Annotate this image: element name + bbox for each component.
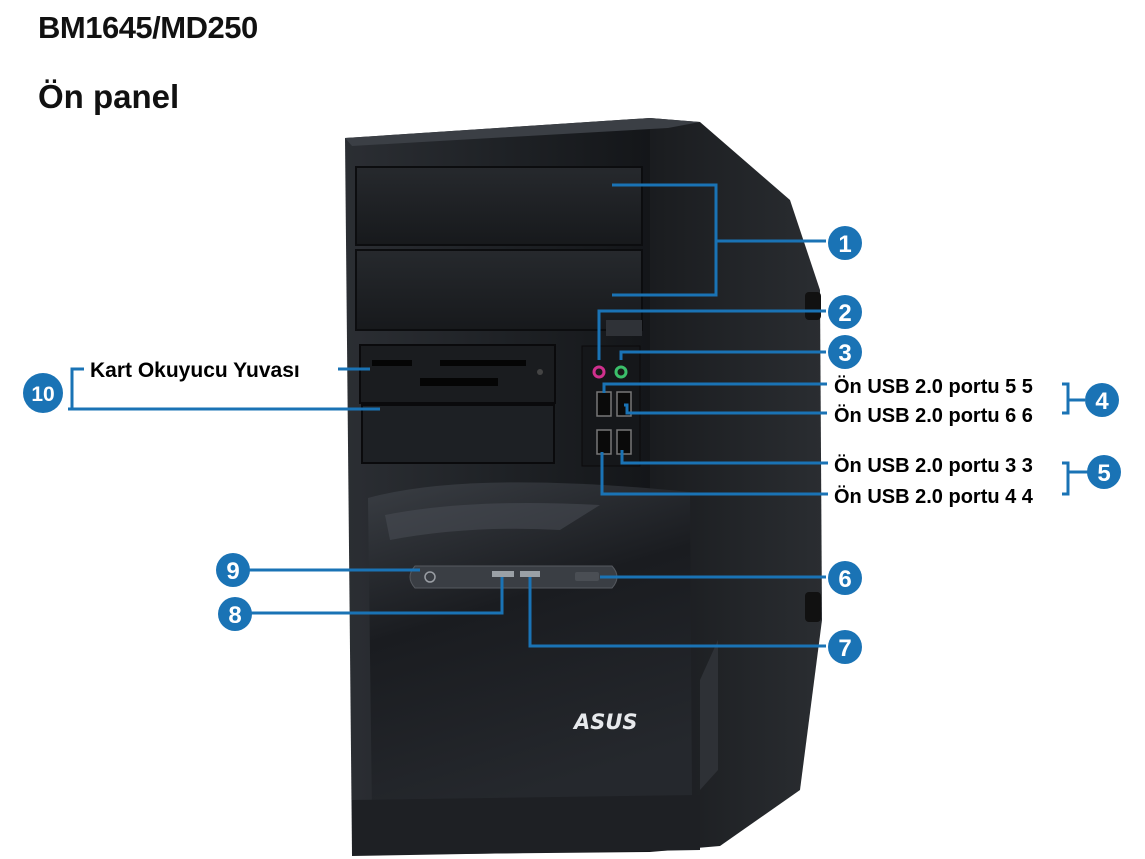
badge-9-circle — [216, 553, 250, 587]
card-reader-led — [537, 369, 543, 375]
badge-6: 6 — [838, 566, 851, 593]
card-slot-1 — [372, 360, 412, 366]
model-title: BM1645/MD250 — [38, 10, 258, 45]
optical-bay-upper — [355, 166, 643, 246]
line-3 — [619, 350, 826, 360]
floppy-bay — [361, 404, 555, 464]
callout-lines — [68, 183, 1088, 648]
line-8 — [250, 577, 504, 615]
door-highlight — [385, 502, 600, 540]
mic-port — [592, 365, 606, 379]
badge-10: 10 — [31, 383, 54, 406]
usb-port-5 — [596, 391, 612, 417]
power-button-icon — [424, 571, 436, 583]
badge-2-circle — [828, 295, 862, 329]
reset-button — [575, 572, 599, 581]
badge-6-circle — [828, 561, 862, 595]
badge-1-circle — [828, 226, 862, 260]
badge-2: 2 — [838, 300, 851, 327]
line-4b — [624, 403, 827, 415]
card-slot-3 — [420, 378, 498, 386]
line-5b — [600, 452, 828, 496]
line-7 — [528, 577, 826, 648]
badge-8: 8 — [228, 602, 241, 629]
usb-port-3 — [596, 429, 612, 455]
badge-8-circle — [218, 597, 252, 631]
label-usb-4: Ön USB 2.0 portu 4 4 — [834, 485, 1034, 508]
bracket-10 — [70, 367, 84, 409]
badge-3: 3 — [838, 340, 851, 367]
hdd-led-indicator — [492, 571, 514, 577]
pc-tower: ASUS — [345, 118, 822, 856]
badge-5-circle — [1087, 455, 1121, 489]
badge-7-circle — [828, 630, 862, 664]
headphone-port — [614, 365, 628, 379]
power-led-indicator — [520, 571, 540, 577]
label-usb-3: Ön USB 2.0 portu 3 3 — [834, 454, 1033, 477]
badge-4-circle — [1085, 383, 1119, 417]
asus-logo: ASUS — [572, 710, 638, 734]
label-card-reader: Kart Okuyucu Yuvası — [90, 359, 300, 382]
number-badges: 1 2 3 4 5 6 7 8 9 10 — [23, 226, 1121, 664]
side-foot-bottom — [805, 592, 821, 622]
line-4a — [602, 382, 827, 393]
bottom-bezel — [352, 795, 700, 856]
badge-1: 1 — [838, 231, 851, 258]
power-button-strip — [606, 320, 642, 336]
label-usb-5: Ön USB 2.0 portu 5 5 — [834, 375, 1033, 398]
bracket-5 — [1062, 461, 1070, 496]
section-title: Ön panel — [38, 78, 180, 115]
badge-10-circle — [23, 373, 63, 413]
card-reader-bay — [359, 344, 556, 404]
side-foot-top — [805, 292, 821, 320]
badge-7: 7 — [838, 635, 851, 662]
case-top-edge — [345, 118, 700, 146]
callout-labels: Kart Okuyucu Yuvası Ön USB 2.0 portu 5 5… — [90, 359, 1034, 508]
card-slot-2 — [440, 360, 526, 366]
badge-4: 4 — [1095, 388, 1109, 415]
badge-9: 9 — [226, 558, 239, 585]
case-side-panel — [650, 118, 822, 852]
line-5a — [620, 450, 828, 465]
line-2 — [597, 309, 826, 360]
usb-port-4 — [616, 429, 632, 455]
label-usb-6: Ön USB 2.0 portu 6 6 — [834, 404, 1033, 427]
badge-5: 5 — [1097, 460, 1110, 487]
optical-bay-lower — [355, 249, 643, 331]
badge-3-circle — [828, 335, 862, 369]
bracket-4 — [1062, 382, 1070, 415]
side-vent — [700, 640, 718, 790]
